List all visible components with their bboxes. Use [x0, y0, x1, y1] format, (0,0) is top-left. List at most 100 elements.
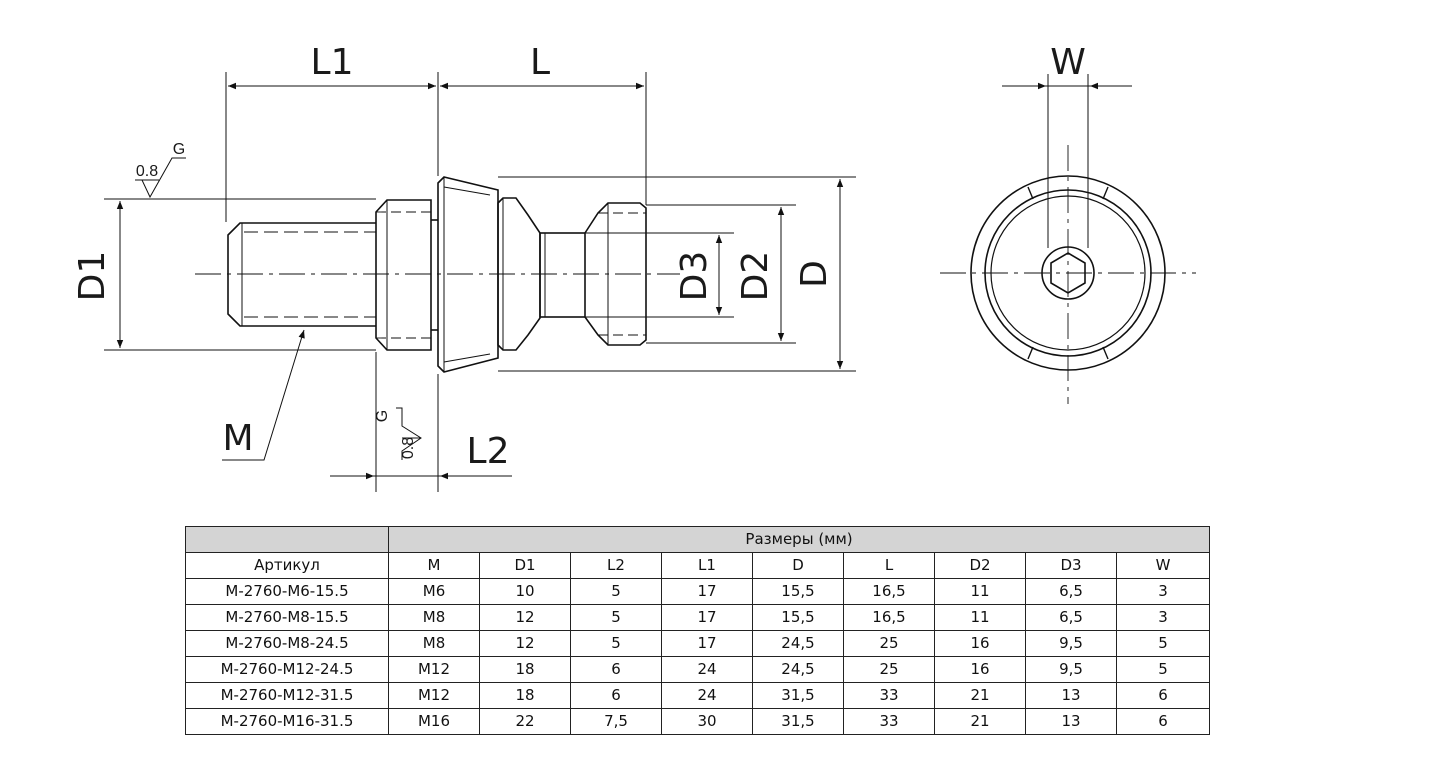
neck: [539, 232, 586, 318]
label-d: D: [794, 260, 835, 288]
table-cell: 6,5: [1025, 604, 1117, 631]
side-dimensions: [104, 72, 856, 492]
table-row: M-2760-M12-24.5 M12 18 6 24 24,5 25 16 9…: [185, 656, 1211, 683]
label-l1: L1: [311, 42, 354, 83]
table-cell: 18: [479, 682, 571, 709]
table-cell: 17: [661, 630, 753, 657]
roughness-bottom-value: 0.8: [400, 437, 417, 459]
table-cell: 24: [661, 656, 753, 683]
column-header: D1: [479, 552, 571, 579]
table-cell: 13: [1025, 682, 1117, 709]
table-cell: 5: [1115, 656, 1211, 683]
column-header: W: [1115, 552, 1211, 579]
table-cell: 13: [1025, 708, 1117, 735]
table-cell: M16: [388, 708, 480, 735]
table-cell: 16,5: [843, 604, 935, 631]
table-row: M-2760-M8-15.5 M8 12 5 17 15,5 16,5 11 6…: [185, 604, 1211, 631]
table-cell: 5: [570, 630, 662, 657]
table-cell: 15,5: [752, 578, 844, 605]
table-cell: 33: [843, 708, 935, 735]
label-l2: L2: [467, 431, 510, 472]
column-header: L2: [570, 552, 662, 579]
table-cell: 6: [570, 682, 662, 709]
table-cell: M12: [388, 656, 480, 683]
table-cell: 9,5: [1025, 630, 1117, 657]
table-cell: 16,5: [843, 578, 935, 605]
header-group-cell: Размеры (мм): [387, 526, 1211, 553]
table-cell: 12: [479, 604, 571, 631]
table-row: M-2760-M6-15.5 M6 10 5 17 15,5 16,5 11 6…: [185, 578, 1211, 605]
table-cell: 17: [661, 604, 753, 631]
table-row: M-2760-M8-24.5 M8 12 5 17 24,5 25 16 9,5…: [185, 630, 1211, 657]
column-header: M: [388, 552, 480, 579]
end-view: [940, 74, 1196, 404]
table-cell: M8: [388, 604, 480, 631]
label-d2: D2: [735, 251, 776, 302]
table-cell: 16: [934, 656, 1026, 683]
column-header: D3: [1025, 552, 1117, 579]
table-cell: M8: [388, 630, 480, 657]
column-header: D: [752, 552, 844, 579]
table-cell: 3: [1115, 578, 1211, 605]
table-cell: 25: [843, 656, 935, 683]
header-blank-cell: [185, 526, 389, 553]
table-cell: 21: [934, 708, 1026, 735]
neck-collar: [497, 197, 541, 351]
table-cell: M-2760-M12-24.5: [185, 656, 389, 683]
table-group-header-row: Размеры (мм): [185, 526, 1211, 553]
flange: [437, 176, 499, 373]
side-view: [195, 176, 680, 373]
table-cell: M-2760-M6-15.5: [185, 578, 389, 605]
table-cell: 11: [934, 604, 1026, 631]
table-cell: 17: [661, 578, 753, 605]
table-cell: 5: [570, 604, 662, 631]
table-cell: 12: [479, 630, 571, 657]
label-l: L: [530, 42, 550, 83]
table-cell: 21: [934, 682, 1026, 709]
table-row: M-2760-M16-31.5 M16 22 7,5 30 31,5 33 21…: [185, 708, 1211, 735]
table-cell: M12: [388, 682, 480, 709]
table-cell: 7,5: [570, 708, 662, 735]
label-d1: D1: [72, 251, 113, 302]
table-cell: 24,5: [752, 656, 844, 683]
table-cell: 30: [661, 708, 753, 735]
roughness-bottom-grade: G: [374, 410, 391, 422]
thread-shank: [227, 222, 376, 327]
table-cell: 3: [1115, 604, 1211, 631]
table-cell: 10: [479, 578, 571, 605]
head: [584, 202, 647, 346]
column-header: L: [843, 552, 935, 579]
table-cell: M6: [388, 578, 480, 605]
dimensions-table: Размеры (мм) Артикул M D1 L2 L1 D L D2 D…: [185, 526, 1211, 735]
table-cell: 22: [479, 708, 571, 735]
table-cell: M-2760-M8-24.5: [185, 630, 389, 657]
table-cell: 31,5: [752, 682, 844, 709]
table-cell: 6,5: [1025, 578, 1117, 605]
table-cell: M-2760-M12-31.5: [185, 682, 389, 709]
table-cell: 6: [1115, 708, 1211, 735]
table-cell: 33: [843, 682, 935, 709]
table-header-row: Артикул M D1 L2 L1 D L D2 D3 W: [185, 552, 1211, 579]
table-cell: 18: [479, 656, 571, 683]
table-row: M-2760-M12-31.5 M12 18 6 24 31,5 33 21 1…: [185, 682, 1211, 709]
column-header: D2: [934, 552, 1026, 579]
label-m: M: [222, 418, 253, 459]
table-cell: 16: [934, 630, 1026, 657]
table-cell: 24,5: [752, 630, 844, 657]
table-cell: 11: [934, 578, 1026, 605]
table-cell: 9,5: [1025, 656, 1117, 683]
table-cell: M-2760-M8-15.5: [185, 604, 389, 631]
table-cell: 31,5: [752, 708, 844, 735]
table-cell: 6: [570, 656, 662, 683]
table-cell: 5: [570, 578, 662, 605]
table-cell: 25: [843, 630, 935, 657]
roughness-top-value: 0.8: [136, 163, 158, 180]
collar: [375, 199, 432, 351]
column-header: Артикул: [185, 552, 389, 579]
label-w: W: [1050, 42, 1086, 83]
table-cell: 15,5: [752, 604, 844, 631]
roughness-top-grade: G: [173, 141, 185, 158]
table-cell: 5: [1115, 630, 1211, 657]
column-header: L1: [661, 552, 753, 579]
